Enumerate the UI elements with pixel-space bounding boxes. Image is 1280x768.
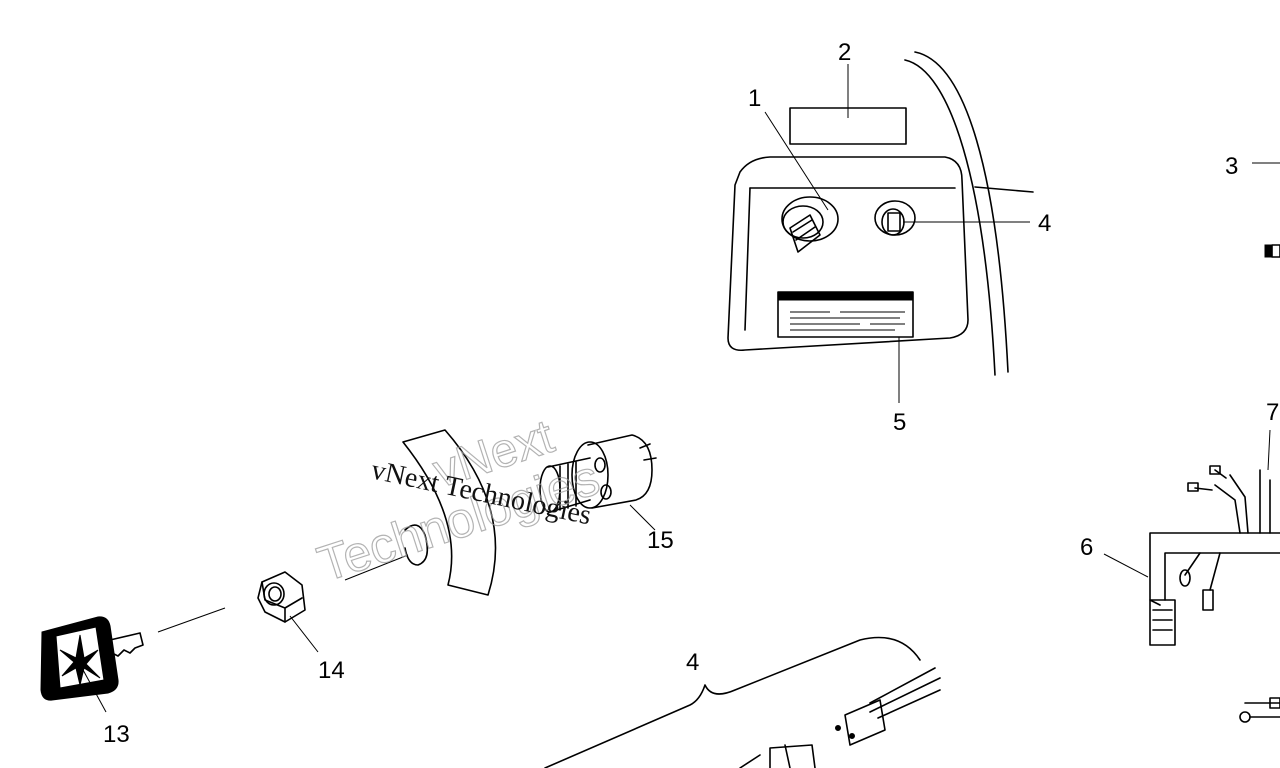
callout-4-bottom: 4 — [686, 649, 699, 676]
right-edge-clip — [1264, 244, 1272, 258]
dash-panel — [727, 51, 1034, 376]
callout-13: 13 — [103, 721, 130, 748]
callout-14: 14 — [318, 657, 345, 684]
leader-6 — [1103, 553, 1149, 578]
callout-4-top: 4 — [1038, 210, 1051, 237]
callout-15: 15 — [647, 527, 674, 554]
nut-center-line — [344, 554, 409, 581]
warning-label — [777, 291, 914, 338]
leader-1 — [764, 111, 829, 211]
key — [40, 616, 144, 701]
callout-2: 2 — [838, 39, 851, 66]
callout-3: 3 — [1225, 153, 1238, 180]
callout-7: 7 — [1266, 399, 1279, 426]
callout-5: 5 — [893, 409, 906, 436]
leader-15 — [629, 504, 656, 531]
choke-knob-panel — [874, 200, 916, 236]
callout-1: 1 — [748, 85, 761, 112]
ignition-switch — [539, 434, 657, 513]
switch-decal-plate — [402, 429, 497, 596]
hex-nut — [257, 571, 306, 623]
small-fasteners-right — [1239, 697, 1280, 723]
leader-7 — [1267, 429, 1271, 471]
callout-6: 6 — [1080, 534, 1093, 561]
wiring-harness — [1149, 465, 1280, 646]
ignition-switch-panel — [781, 196, 839, 253]
leader-13 — [81, 667, 107, 713]
leader-14 — [289, 615, 319, 653]
key-center-line — [157, 607, 226, 633]
throttle-cable — [544, 636, 941, 768]
